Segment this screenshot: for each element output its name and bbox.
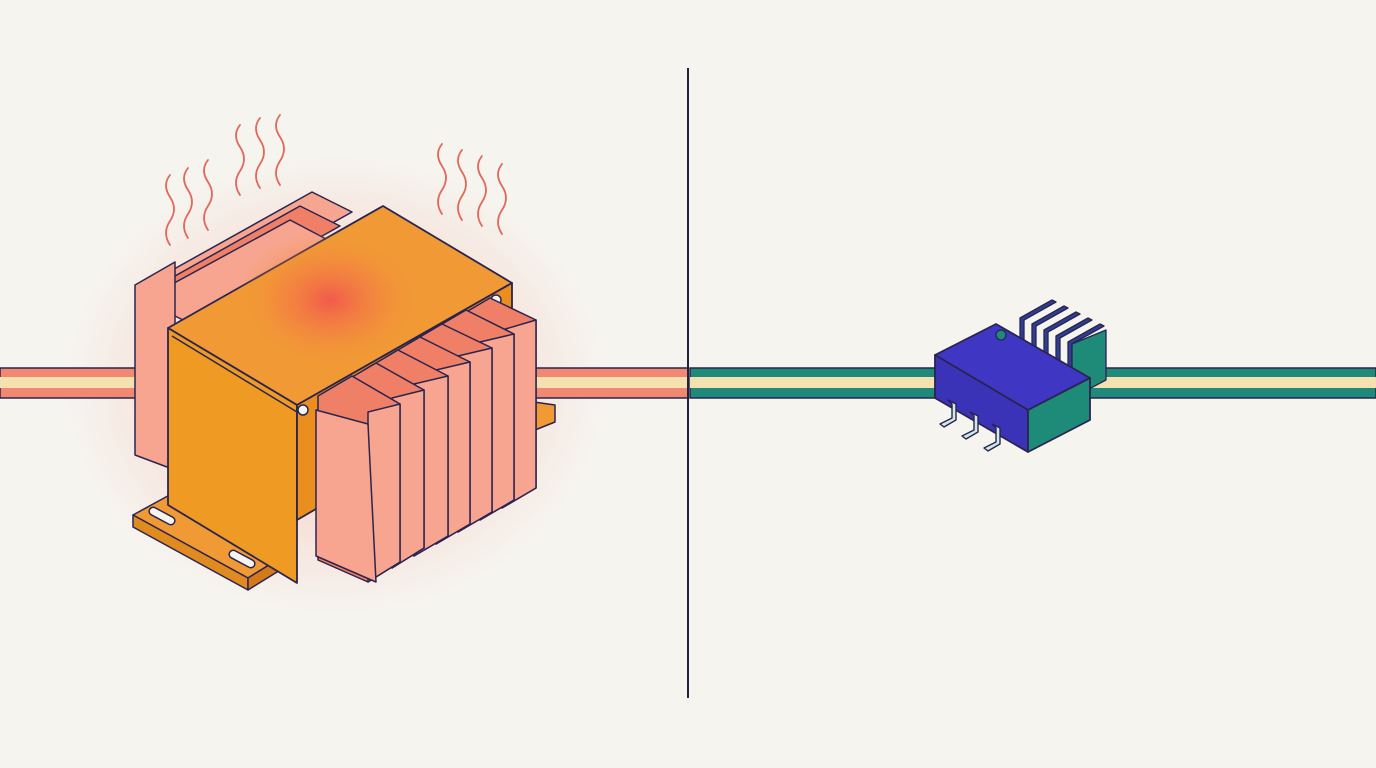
- front-fins: [315, 297, 537, 583]
- hot-wire-right: [534, 367, 689, 399]
- chip-pins: [939, 399, 1001, 452]
- heat-waves: [165, 114, 507, 246]
- chip-side: [1027, 377, 1091, 453]
- chip-pin1-marker: [995, 329, 1007, 341]
- bulky-heatsink-component: [0, 114, 689, 615]
- hot-spot: [235, 230, 425, 370]
- compact-chip-component: [689, 299, 1376, 453]
